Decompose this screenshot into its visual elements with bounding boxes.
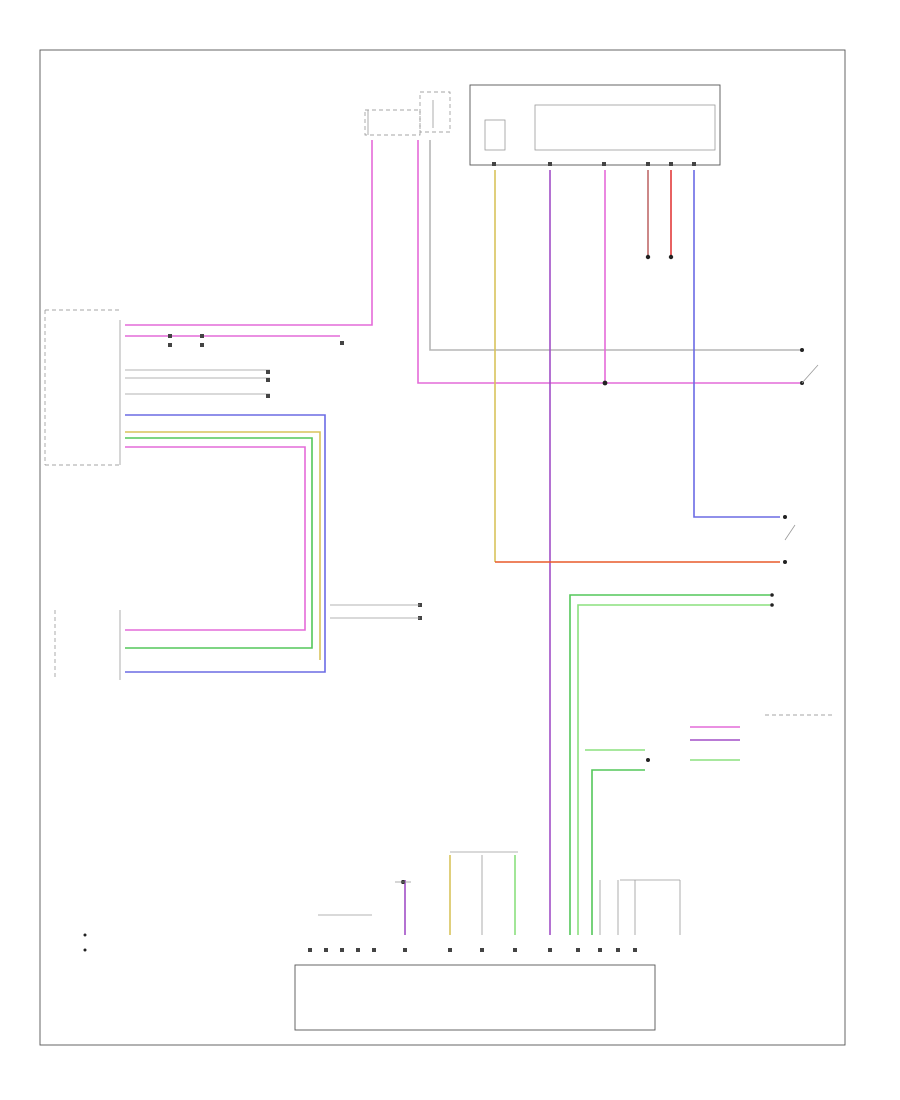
transmission-control-module (294, 964, 656, 1031)
left-connector-pins (168, 334, 344, 398)
left-control-module (44, 309, 121, 466)
legend-notes (83, 933, 87, 952)
left-connector-wires (125, 335, 340, 673)
tcm-connector-pins (308, 948, 637, 952)
bcm-pin-markers (492, 162, 696, 166)
body-control-module (469, 84, 721, 166)
diagram-frame (39, 49, 846, 1046)
battery-junction-box (364, 109, 421, 136)
output-shaft-speed-sensor (395, 880, 411, 884)
wire-bundle-top (125, 140, 800, 935)
ignition-switch-wires (495, 561, 780, 935)
transmission-range-sensor (54, 610, 121, 680)
gear-selector-connector (330, 603, 422, 620)
brake-pedal-position-switch (800, 348, 819, 385)
splice-connector (602, 254, 674, 386)
ignition-switch (770, 515, 796, 607)
tcm-wires (318, 851, 681, 935)
overdrive-switch (646, 714, 835, 762)
fuse-block (419, 91, 451, 133)
